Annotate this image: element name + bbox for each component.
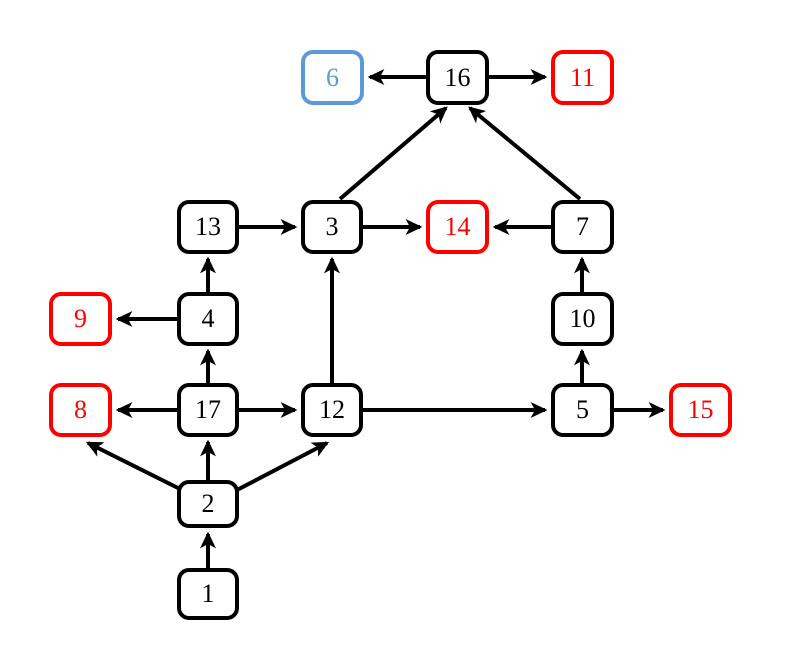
graph-node-11[interactable]: 11 [551, 50, 614, 105]
graph-node-14[interactable]: 14 [426, 200, 489, 254]
graph-node-label: 8 [74, 395, 87, 424]
graph-node-17[interactable]: 17 [177, 383, 239, 437]
graph-edge-7-to-16 [468, 106, 582, 201]
graph-node-13[interactable]: 13 [177, 200, 239, 254]
graph-node-label: 7 [576, 212, 589, 241]
graph-node-label: 16 [444, 62, 471, 92]
graph-node-label: 1 [201, 579, 215, 608]
graph-node-8[interactable]: 8 [49, 383, 112, 437]
graph-node-label: 2 [201, 489, 215, 518]
graph-node-3[interactable]: 3 [301, 200, 363, 254]
graph-node-9[interactable]: 9 [49, 292, 112, 346]
graph-node-label: 15 [687, 395, 714, 424]
graph-node-label: 11 [569, 62, 596, 92]
graph-node-label: 14 [444, 212, 471, 241]
graph-node-1[interactable]: 1 [177, 568, 239, 620]
edges-group [85, 69, 666, 568]
graph-node-7[interactable]: 7 [551, 200, 614, 254]
graph-node-label: 9 [74, 304, 87, 333]
graph-node-12[interactable]: 12 [301, 383, 363, 437]
graph-edge-3-to-16 [338, 106, 448, 201]
graph-node-15[interactable]: 15 [669, 383, 732, 437]
graph-node-16[interactable]: 16 [426, 50, 489, 105]
graph-node-label: 13 [195, 212, 221, 241]
graph-node-label: 12 [319, 395, 345, 424]
graph-node-label: 5 [576, 395, 589, 424]
graph-node-4[interactable]: 4 [177, 292, 239, 346]
graph-node-label: 17 [195, 395, 221, 424]
graph-node-6[interactable]: 6 [301, 50, 364, 105]
graph-node-2[interactable]: 2 [177, 480, 239, 528]
graph-node-label: 10 [569, 304, 596, 333]
graph-node-label: 3 [325, 212, 339, 241]
graph-edge-2-to-8 [85, 441, 183, 492]
graph-node-5[interactable]: 5 [551, 383, 614, 437]
graph-edge-2-to-12 [236, 441, 330, 492]
graph-node-label: 6 [326, 62, 339, 92]
graph-node-label: 4 [201, 304, 215, 333]
graph-node-10[interactable]: 10 [551, 292, 614, 346]
